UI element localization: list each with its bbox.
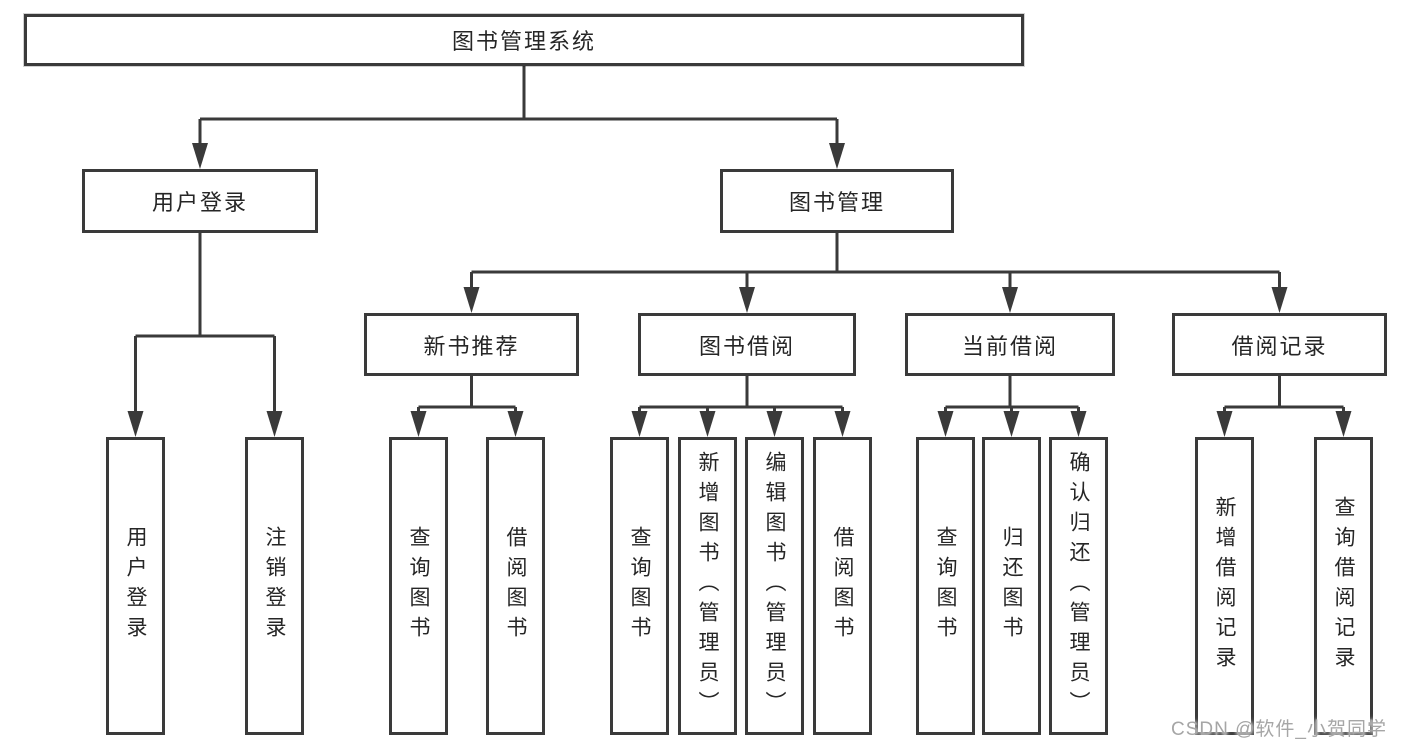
connector-recommend-children xyxy=(417,376,517,414)
arrowheads xyxy=(127,143,1352,437)
arrow-down-icon xyxy=(699,411,716,437)
node-user-login: 用户登录 xyxy=(82,169,318,233)
arrow-down-icon xyxy=(1070,411,1087,437)
node-new-book-recommendation: 新书推荐 xyxy=(364,313,579,376)
arrow-down-icon xyxy=(1335,411,1352,437)
connector-user-login-children xyxy=(134,233,276,414)
arrow-down-icon xyxy=(127,411,144,437)
leaf-add-book-admin: 新增图书（管理员） xyxy=(678,437,737,735)
connector-borrowing-children xyxy=(638,376,844,414)
leaf-recommend-query-books: 查询图书 xyxy=(389,437,448,735)
arrow-down-icon xyxy=(834,411,851,437)
leaf-logout-login: 注销登录 xyxy=(245,437,304,735)
node-book-management: 图书管理 xyxy=(720,169,954,233)
arrow-down-icon xyxy=(829,143,845,169)
leaf-query-borrow-record: 查询借阅记录 xyxy=(1314,437,1373,735)
arrow-down-icon xyxy=(1216,411,1233,437)
arrow-down-icon xyxy=(739,287,755,313)
arrow-down-icon xyxy=(1003,411,1020,437)
arrow-down-icon xyxy=(410,411,427,437)
arrow-down-icon xyxy=(192,143,208,169)
leaf-return-books: 归还图书 xyxy=(982,437,1041,735)
arrow-down-icon xyxy=(937,411,954,437)
arrow-down-icon xyxy=(266,411,283,437)
leaf-recommend-borrow-books: 借阅图书 xyxy=(486,437,545,735)
arrow-down-icon xyxy=(507,411,524,437)
leaf-current-query-books: 查询图书 xyxy=(916,437,975,735)
connector-book-management-children xyxy=(470,233,1281,290)
node-library-system: 图书管理系统 xyxy=(24,14,1024,66)
connector-current-children xyxy=(944,376,1080,414)
leaf-borrowing-query-books: 查询图书 xyxy=(610,437,669,735)
leaf-borrowing-borrow-books: 借阅图书 xyxy=(813,437,872,735)
leaf-add-borrow-record: 新增借阅记录 xyxy=(1195,437,1254,735)
arrow-down-icon xyxy=(766,411,783,437)
node-current-borrowing: 当前借阅 xyxy=(905,313,1115,376)
arrow-down-icon xyxy=(463,287,480,313)
connector-records-children xyxy=(1223,376,1345,414)
arrow-down-icon xyxy=(1271,287,1288,313)
arrow-down-icon xyxy=(1002,287,1018,313)
leaf-edit-book-admin: 编辑图书（管理员） xyxy=(745,437,804,735)
node-book-borrowing: 图书借阅 xyxy=(638,313,856,376)
node-borrowing-records: 借阅记录 xyxy=(1172,313,1387,376)
connector-root-to-level2 xyxy=(198,66,839,146)
leaf-user-login: 用户登录 xyxy=(106,437,165,735)
arrow-down-icon xyxy=(631,411,648,437)
leaf-confirm-return-admin: 确认归还（管理员） xyxy=(1049,437,1108,735)
